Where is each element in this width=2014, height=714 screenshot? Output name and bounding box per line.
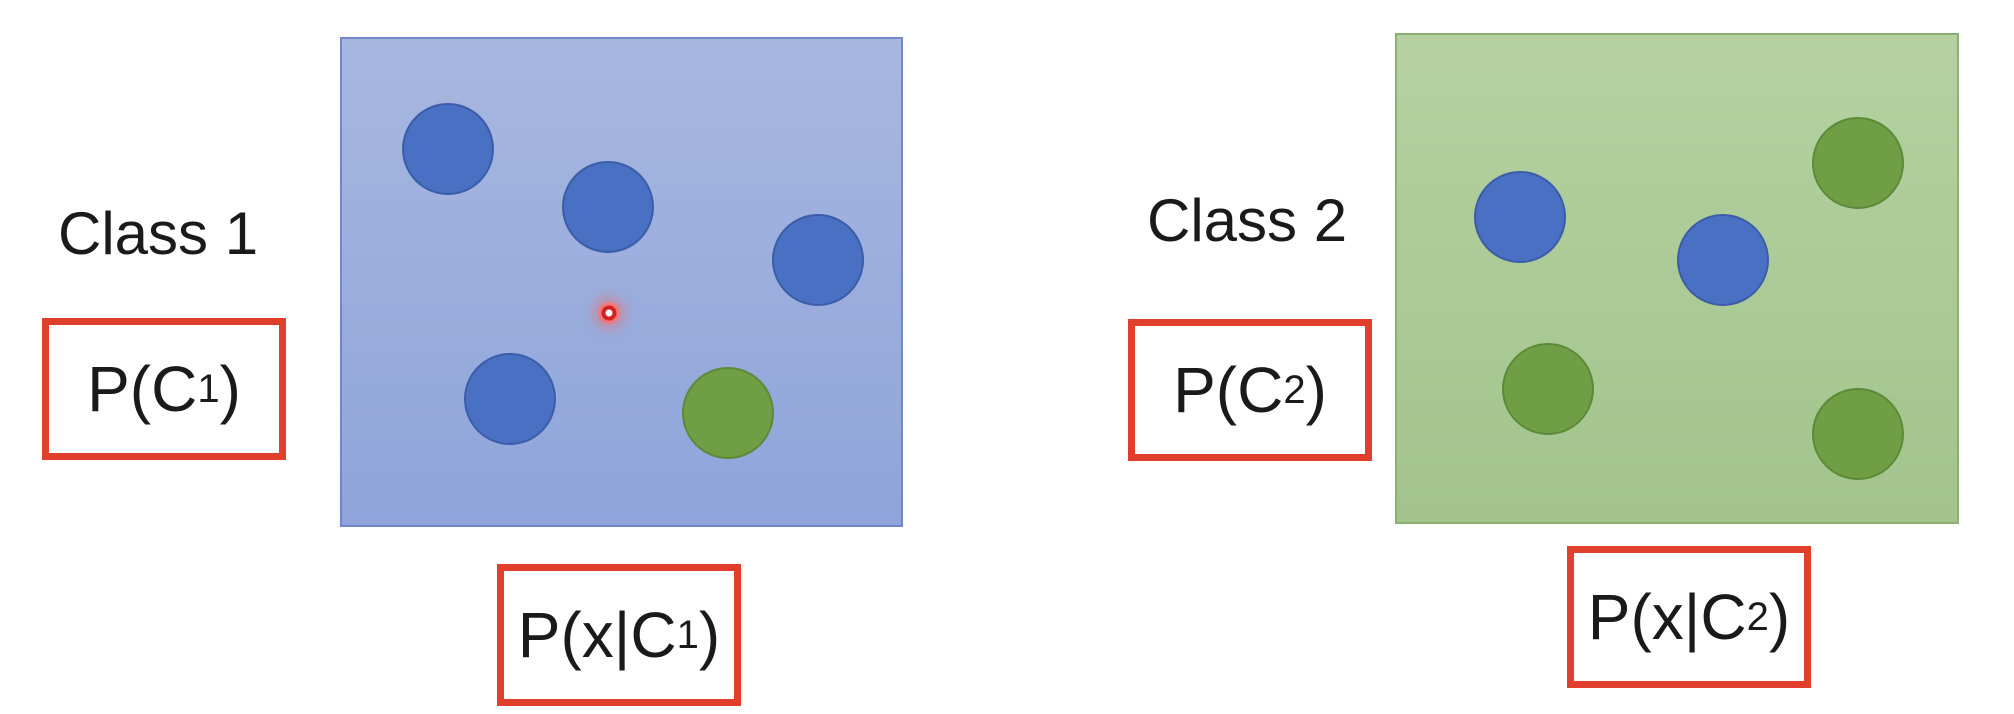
class1-likelihood-main: P(x|C	[517, 599, 677, 671]
class1-green-dot	[682, 367, 774, 459]
class2-green-dot	[1812, 117, 1904, 209]
class2-prior-end: )	[1305, 354, 1327, 426]
class1-blue-dot	[772, 214, 864, 306]
class2-green-dot	[1502, 343, 1594, 435]
class2-likelihood-end: )	[1768, 581, 1791, 653]
class1-blue-dot	[562, 161, 654, 253]
class2-blue-dot	[1474, 171, 1566, 263]
class2-label: Class 2	[1147, 187, 1348, 254]
class2-green-dot	[1812, 388, 1904, 480]
class2-blue-dot	[1677, 214, 1769, 306]
class1-likelihood-end: )	[698, 599, 721, 671]
class1-prior-main: P(C	[87, 353, 198, 425]
class1-blue-dot	[464, 353, 556, 445]
class1-label: Class 1	[58, 200, 259, 267]
class1-prior-end: )	[219, 353, 241, 425]
class1-blue-dot	[402, 103, 494, 195]
pointer-cursor-icon	[598, 302, 620, 324]
class2-likelihood-main: P(x|C	[1587, 581, 1747, 653]
class2-prior-main: P(C	[1173, 354, 1284, 426]
